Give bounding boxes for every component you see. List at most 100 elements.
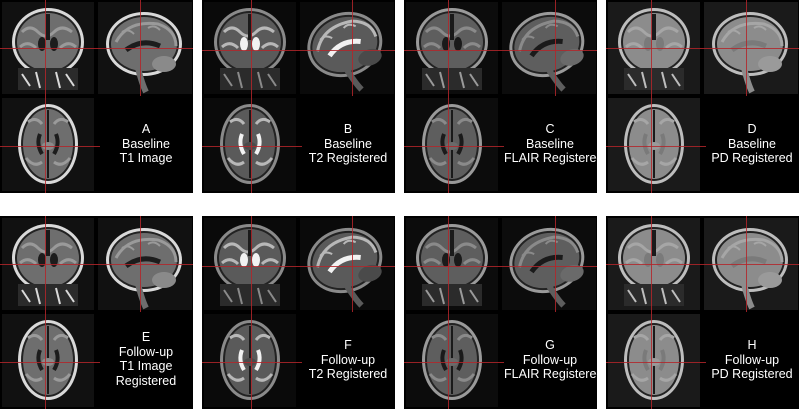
crosshair-horizontal-bottom bbox=[202, 146, 302, 147]
coronal-view bbox=[204, 2, 296, 94]
axial-slice-image bbox=[204, 98, 296, 191]
caption-line: Follow-up bbox=[724, 352, 780, 367]
coronal-view bbox=[608, 218, 700, 310]
coronal-slice-image bbox=[406, 2, 498, 94]
axial-view bbox=[2, 98, 94, 191]
caption-line: T2 Registered bbox=[308, 367, 388, 381]
crosshair-vertical-left bbox=[448, 216, 449, 409]
axial-slice-image bbox=[2, 314, 94, 407]
sagittal-view bbox=[502, 218, 596, 310]
crosshair-vertical-right bbox=[746, 0, 747, 96]
crosshair-horizontal-top bbox=[0, 264, 193, 265]
caption-line: Follow-up bbox=[118, 344, 174, 359]
coronal-slice-image bbox=[204, 218, 296, 310]
crosshair-horizontal-top bbox=[404, 50, 597, 51]
axial-slice-image bbox=[608, 98, 700, 191]
panel-letter: D bbox=[747, 122, 757, 136]
crosshair-vertical-left bbox=[251, 0, 252, 193]
caption-line: Baseline bbox=[324, 136, 372, 151]
crosshair-horizontal-top bbox=[606, 48, 799, 49]
panel-letter: G bbox=[545, 338, 555, 352]
crosshair-vertical-left bbox=[45, 0, 46, 193]
crosshair-vertical-right bbox=[352, 0, 353, 96]
crosshair-vertical-left bbox=[651, 0, 652, 193]
crosshair-vertical-right bbox=[555, 216, 556, 312]
sagittal-view bbox=[300, 218, 394, 310]
crosshair-vertical-left bbox=[45, 216, 46, 409]
crosshair-vertical-left bbox=[251, 216, 252, 409]
axial-view bbox=[204, 98, 296, 191]
sagittal-view bbox=[300, 2, 394, 94]
crosshair-vertical-right bbox=[140, 0, 141, 96]
axial-slice-image bbox=[204, 314, 296, 407]
crosshair-horizontal-bottom bbox=[0, 146, 100, 147]
coronal-view bbox=[204, 218, 296, 310]
axial-slice-image bbox=[2, 98, 94, 191]
crosshair-vertical-right bbox=[140, 216, 141, 312]
coronal-slice-image bbox=[608, 2, 700, 94]
crosshair-horizontal-bottom bbox=[404, 146, 504, 147]
axial-view bbox=[608, 314, 700, 407]
panel-letter: A bbox=[141, 122, 151, 136]
crosshair-vertical-right bbox=[352, 216, 353, 312]
caption-line: Follow-up bbox=[522, 352, 578, 367]
caption-line: Follow-up bbox=[320, 352, 376, 367]
coronal-slice-image bbox=[204, 2, 296, 94]
caption-line: FLAIR Registered bbox=[504, 367, 597, 381]
coronal-view bbox=[608, 2, 700, 94]
panel-letter: F bbox=[344, 338, 352, 352]
axial-view bbox=[406, 314, 498, 407]
sagittal-slice-image bbox=[502, 2, 596, 94]
crosshair-horizontal-top bbox=[202, 266, 395, 267]
crosshair-horizontal-top bbox=[606, 264, 799, 265]
coronal-slice-image bbox=[406, 218, 498, 310]
axial-slice-image bbox=[406, 98, 498, 191]
sagittal-slice-image bbox=[300, 218, 394, 310]
panel-letter: C bbox=[545, 122, 555, 136]
crosshair-horizontal-top bbox=[0, 48, 193, 49]
panel-letter: H bbox=[747, 338, 757, 352]
panel-letter: B bbox=[343, 122, 353, 136]
coronal-view bbox=[406, 218, 498, 310]
crosshair-horizontal-bottom bbox=[606, 362, 706, 363]
crosshair-horizontal-bottom bbox=[404, 362, 504, 363]
panel-letter: E bbox=[141, 330, 151, 344]
caption-line: T1 Image bbox=[119, 359, 173, 373]
crosshair-horizontal-bottom bbox=[202, 362, 302, 363]
caption-line: T2 Registered bbox=[308, 151, 388, 165]
axial-view bbox=[608, 98, 700, 191]
caption-line: T1 Image bbox=[119, 151, 173, 165]
caption-line: Registered bbox=[115, 373, 177, 388]
axial-view bbox=[204, 314, 296, 407]
sagittal-slice-image bbox=[300, 2, 394, 94]
axial-view bbox=[2, 314, 94, 407]
caption-line: Baseline bbox=[728, 136, 776, 151]
caption-line: PD Registered bbox=[711, 151, 793, 165]
crosshair-horizontal-bottom bbox=[606, 146, 706, 147]
sagittal-view bbox=[502, 2, 596, 94]
crosshair-horizontal-top bbox=[404, 266, 597, 267]
caption-line: Baseline bbox=[122, 136, 170, 151]
sagittal-slice-image bbox=[502, 218, 596, 310]
coronal-view bbox=[406, 2, 498, 94]
crosshair-horizontal-top bbox=[202, 50, 395, 51]
crosshair-vertical-left bbox=[448, 0, 449, 193]
crosshair-vertical-left bbox=[651, 216, 652, 409]
caption-line: FLAIR Registered bbox=[504, 151, 597, 165]
caption-line: PD Registered bbox=[711, 367, 793, 381]
